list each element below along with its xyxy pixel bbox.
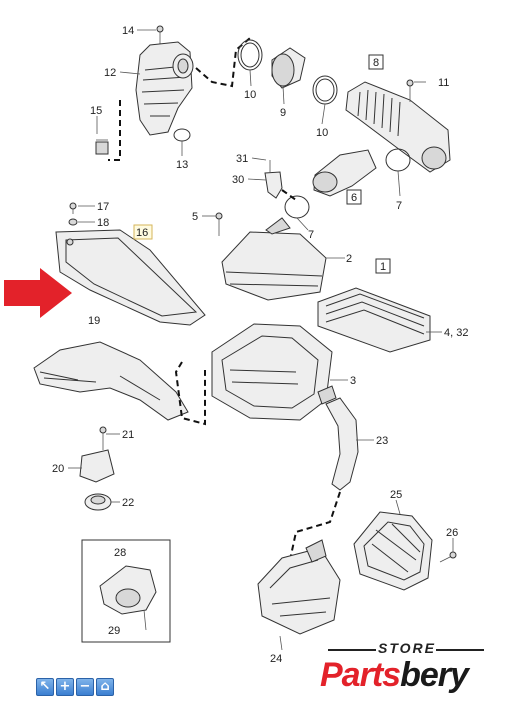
callout-16: 16 bbox=[136, 227, 148, 239]
callout-30: 30 bbox=[232, 174, 244, 186]
callout-5: 5 bbox=[192, 211, 198, 223]
part-group-19 bbox=[33, 341, 206, 426]
callout-7b: 7 bbox=[308, 229, 314, 241]
callouts: 14 12 15 13 10 9 10 8 11 31 30 6 7 7 17 … bbox=[52, 25, 468, 665]
viewer-toolbar: ↖ + − ⌂ bbox=[36, 678, 114, 696]
callout-1: 1 bbox=[380, 261, 386, 273]
logo-brand-black: bery bbox=[400, 656, 469, 694]
callout-10a: 10 bbox=[244, 89, 256, 101]
callout-12: 12 bbox=[104, 67, 116, 79]
part-group-6 bbox=[264, 148, 411, 219]
callout-26: 26 bbox=[446, 527, 458, 539]
callout-4-32: 4, 32 bbox=[444, 327, 468, 339]
callout-13: 13 bbox=[176, 159, 188, 171]
callout-23: 23 bbox=[376, 435, 388, 447]
zoom-out-icon[interactable]: − bbox=[76, 678, 94, 696]
logo-rule-left bbox=[328, 649, 376, 651]
callout-9: 9 bbox=[280, 107, 286, 119]
logo-rule-right bbox=[436, 649, 484, 651]
callout-20: 20 bbox=[52, 463, 64, 475]
callout-25: 25 bbox=[390, 489, 402, 501]
callout-28: 28 bbox=[114, 547, 126, 559]
part-group-3 bbox=[211, 323, 337, 421]
callout-15: 15 bbox=[90, 105, 102, 117]
callout-11: 11 bbox=[438, 77, 449, 89]
pointer-arrow bbox=[4, 268, 72, 318]
callout-21: 21 bbox=[122, 429, 134, 441]
callout-box-8 bbox=[368, 54, 384, 70]
part-group-20 bbox=[79, 426, 115, 511]
callout-box-16 bbox=[133, 224, 153, 240]
store-logo: STORE Partsbery bbox=[318, 640, 493, 702]
leader-lines bbox=[68, 29, 454, 651]
callout-31: 31 bbox=[236, 153, 248, 165]
logo-store-text: STORE bbox=[378, 640, 436, 656]
logo-brand-red: Parts bbox=[320, 656, 401, 694]
callout-6: 6 bbox=[351, 192, 357, 204]
inset-box bbox=[81, 539, 171, 643]
callout-8: 8 bbox=[373, 57, 379, 69]
callout-18: 18 bbox=[97, 217, 109, 229]
part-group-12 bbox=[95, 25, 251, 161]
callout-19: 19 bbox=[88, 315, 100, 327]
part-group-23 bbox=[289, 397, 359, 561]
cursor-icon[interactable]: ↖ bbox=[36, 678, 54, 696]
callout-22: 22 bbox=[122, 497, 134, 509]
callout-box-6 bbox=[346, 189, 362, 205]
callout-14: 14 bbox=[122, 25, 134, 37]
callout-17: 17 bbox=[97, 201, 109, 213]
callout-29: 29 bbox=[108, 625, 120, 637]
home-icon[interactable]: ⌂ bbox=[96, 678, 114, 696]
callout-box-1 bbox=[375, 258, 391, 274]
part-group-25 bbox=[353, 511, 457, 591]
callout-7a: 7 bbox=[396, 200, 402, 212]
logo-brand-name: Partsbery bbox=[320, 656, 469, 695]
part-group-24 bbox=[257, 539, 341, 635]
part-group-16 bbox=[55, 202, 206, 326]
part-group-1 bbox=[215, 212, 431, 353]
callout-24: 24 bbox=[270, 653, 282, 665]
part-group-8 bbox=[237, 39, 451, 173]
zoom-in-icon[interactable]: + bbox=[56, 678, 74, 696]
callout-3: 3 bbox=[350, 375, 356, 387]
callout-10b: 10 bbox=[316, 127, 328, 139]
callout-2: 2 bbox=[346, 253, 352, 265]
